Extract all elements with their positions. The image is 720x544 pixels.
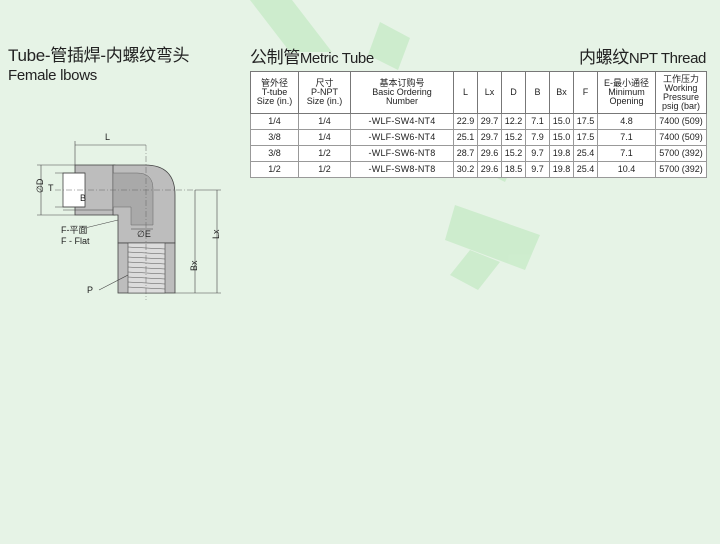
cell-lx: 29.7 [477,113,502,130]
elbow-drawing: L T B ∅D ∅E F-平面 F - Flat P Bx Lx [35,132,221,300]
cell-f: 25.4 [573,161,598,178]
cell-lx: 29.6 [477,145,502,162]
cell-b: 9.7 [525,161,550,178]
cell-min-opening: 4.8 [597,113,656,130]
header-lx: Lx [477,71,502,114]
flat-label-zh: F-平面 [61,225,88,235]
cell-working-pressure: 7400 (509) [655,129,707,146]
cell-npt-size: 1/4 [298,113,351,130]
cell-npt-size: 1/2 [298,145,351,162]
cell-ordering-number: -WLF-SW6-NT8 [350,145,454,162]
product-title: Tube-管插焊-内螺纹弯头 Female lbows [8,46,190,85]
header-tube-size: 管外径 T-tube Size (in.) [250,71,299,114]
cell-min-opening: 7.1 [597,129,656,146]
cell-tube-size: 3/8 [250,145,299,162]
product-title-zh: Tube-管插焊-内螺纹弯头 [8,46,190,65]
cell-npt-size: 1/2 [298,161,351,178]
thread-en: NPT Thread [628,50,707,67]
cell-ordering-number: -WLF-SW8-NT8 [350,161,454,178]
dim-label-l: L [105,132,110,142]
dim-label-e: ∅E [137,229,151,239]
dim-label-d: ∅D [35,178,45,193]
dimension-lines [37,141,221,294]
header-npt-size: 尺寸 P-NPT Size (in.) [298,71,351,114]
cell-l: 28.7 [453,145,478,162]
cell-d: 12.2 [501,113,526,130]
header-f: F [573,71,598,114]
dim-label-bx: Bx [189,260,199,271]
header-working-pressure: 工作压力 Working Pressure psig (bar) [655,71,707,114]
cell-d: 18.5 [501,161,526,178]
cell-f: 17.5 [573,113,598,130]
cell-lx: 29.7 [477,129,502,146]
header-b: B [525,71,550,114]
cell-l: 22.9 [453,113,478,130]
dim-label-p: P [87,285,93,295]
cell-bx: 15.0 [549,113,574,130]
table-header-row: 管外径 T-tube Size (in.) 尺寸 P-NPT Size (in.… [250,71,707,114]
cell-bx: 15.0 [549,129,574,146]
table-row: 1/2 1/2 -WLF-SW8-NT8 30.2 29.6 18.5 9.7 … [250,161,707,178]
header-ordering-number: 基本订购号 Basic Ordering Number [350,71,454,114]
elbow-body [55,145,195,300]
cell-d: 15.2 [501,145,526,162]
cell-ordering-number: -WLF-SW6-NT4 [350,129,454,146]
cell-tube-size: 1/2 [250,161,299,178]
cell-b: 7.9 [525,129,550,146]
cell-f: 17.5 [573,129,598,146]
dim-label-b: B [80,193,86,203]
thread-heading: 内螺纹NPT Thread [579,48,706,69]
table-row: 3/8 1/4 -WLF-SW6-NT4 25.1 29.7 15.2 7.9 … [250,129,707,146]
header-l: L [453,71,478,114]
cell-working-pressure: 5700 (392) [655,161,707,178]
dim-label-lx: Lx [211,229,221,239]
spec-table: 管外径 T-tube Size (in.) 尺寸 P-NPT Size (in.… [250,71,707,178]
cell-ordering-number: -WLF-SW4-NT4 [350,113,454,130]
cell-bx: 19.8 [549,161,574,178]
product-title-en: Female lbows [8,67,97,84]
cell-tube-size: 1/4 [250,113,299,130]
cell-l: 25.1 [453,129,478,146]
cell-l: 30.2 [453,161,478,178]
table-row: 3/8 1/2 -WLF-SW6-NT8 28.7 29.6 15.2 9.7 … [250,145,707,162]
cell-npt-size: 1/4 [298,129,351,146]
cell-working-pressure: 7400 (509) [655,113,707,130]
cell-f: 25.4 [573,145,598,162]
header-d: D [501,71,526,114]
cell-b: 7.1 [525,113,550,130]
flat-label-en: F - Flat [61,236,90,246]
cell-bx: 19.8 [549,145,574,162]
metric-tube-en: Metric Tube [299,50,374,67]
cell-d: 15.2 [501,129,526,146]
metric-tube-zh: 公制管 [250,48,300,67]
cell-min-opening: 7.1 [597,145,656,162]
cell-min-opening: 10.4 [597,161,656,178]
cell-b: 9.7 [525,145,550,162]
header-bx: Bx [549,71,574,114]
metric-tube-heading: 公制管Metric Tube [250,48,374,69]
table-row: 1/4 1/4 -WLF-SW4-NT4 22.9 29.7 12.2 7.1 … [250,113,707,130]
thread-zh: 内螺纹 [579,48,629,67]
cell-tube-size: 3/8 [250,129,299,146]
cell-lx: 29.6 [477,161,502,178]
dim-label-t: T [48,183,54,193]
cell-working-pressure: 5700 (392) [655,145,707,162]
header-min-opening: E-最小通径 Minimum Opening [597,71,656,114]
